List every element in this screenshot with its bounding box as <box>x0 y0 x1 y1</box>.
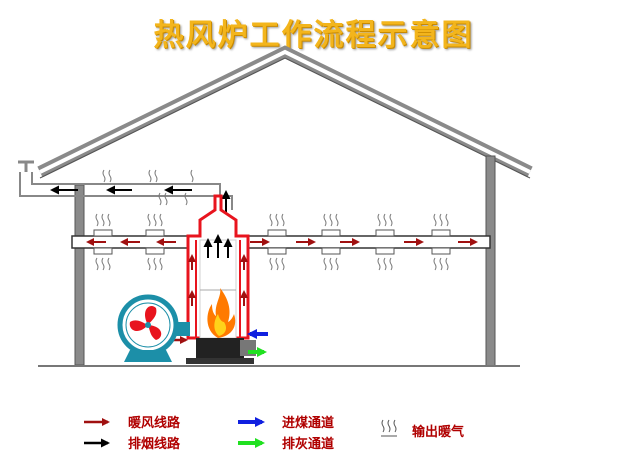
right-wall <box>485 155 496 367</box>
fan-icon <box>117 294 190 362</box>
legend-item-ash: 排灰通道 <box>238 436 334 452</box>
house-roof <box>37 45 533 179</box>
flame-icon <box>207 288 236 338</box>
heat-wave-icon <box>381 419 397 437</box>
legend-label: 输出暖气 <box>412 424 464 440</box>
page-title: 热风炉工作流程示意图 <box>153 18 474 53</box>
left-wall <box>74 184 85 366</box>
legend-label: 暖风线路 <box>128 415 181 431</box>
legend-label: 排烟线路 <box>128 436 181 452</box>
duct-outlets <box>93 229 451 255</box>
legend-item-exhaust: 排烟线路 <box>84 436 181 452</box>
exhaust-arrows <box>50 185 231 214</box>
furnace-inner-arrows <box>170 234 248 344</box>
legend-label: 排灰通道 <box>282 436 334 452</box>
heat-wave-marks <box>95 169 449 271</box>
legend: 暖风线路 排烟线路 进煤通道 排灰通道 输出暖气 <box>84 415 464 452</box>
legend-label: 进煤通道 <box>282 415 334 431</box>
legend-item-hot-air: 暖风线路 <box>84 415 181 431</box>
legend-item-coal: 进煤通道 <box>238 415 334 431</box>
legend-item-heat: 输出暖气 <box>381 419 464 440</box>
furnace-body <box>186 194 256 364</box>
